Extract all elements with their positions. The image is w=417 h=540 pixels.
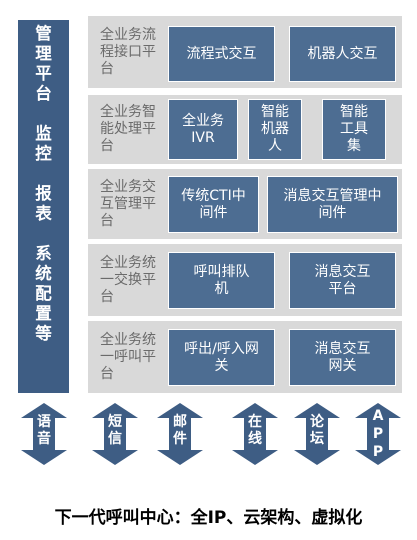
box-call-queue: 呼叫排队机: [168, 252, 275, 309]
left-char: 表: [35, 204, 52, 223]
left-char: 置: [35, 304, 52, 323]
channel-online-label: 在线: [248, 414, 262, 447]
management-platform-bar: 管 理 平 台 监 控 报 表 系 统 配 置 等: [18, 20, 69, 393]
left-char: 平: [35, 64, 52, 83]
box-robot-interaction: 机器人交互: [289, 26, 396, 82]
row-process-interface-platform: 全业务流程接口平台 流程式交互 机器人交互: [88, 16, 402, 88]
channel-forum-arrow: 论坛: [294, 403, 340, 465]
left-char: 理: [35, 44, 52, 63]
left-char: 监: [35, 124, 52, 143]
left-char: 控: [35, 144, 52, 163]
left-char: 配: [35, 284, 52, 303]
row-intelligent-processing-platform: 全业务智能处理平台 全业务IVR 智能机器人 智能工具集: [88, 95, 402, 164]
footer-caption: 下一代呼叫中心：全IP、云架构、虚拟化: [54, 508, 363, 528]
row-interaction-management-platform: 全业务交互管理平台 传统CTI中间件 消息交互管理中间件: [88, 169, 402, 239]
row-label: 全业务流程接口平台: [100, 26, 156, 77]
left-char: 管: [35, 24, 52, 43]
left-char: 台: [35, 84, 52, 103]
channel-email-label: 邮件: [173, 414, 187, 447]
left-char: 系: [35, 244, 52, 263]
channel-sms-arrow: 短信: [92, 403, 138, 465]
channel-forum-label: 论坛: [310, 414, 324, 447]
box-message-platform: 消息交互平台: [289, 252, 396, 309]
box-intelligent-toolset: 智能工具集: [322, 99, 386, 160]
left-char: 等: [35, 324, 52, 343]
left-char: 报: [35, 184, 52, 203]
box-message-mgmt-middleware: 消息交互管理中间件: [267, 176, 398, 233]
box-traditional-cti: 传统CTI中间件: [168, 176, 259, 233]
channel-sms-label: 短信: [108, 414, 122, 447]
channel-online-arrow: 在线: [232, 403, 278, 465]
row-unified-exchange-platform: 全业务统一交换平台 呼叫排队机 消息交互平台: [88, 244, 402, 316]
box-call-gateway: 呼出/呼入网关: [168, 329, 275, 386]
left-group-monitor: 监 控: [18, 124, 69, 164]
left-group-config: 系 统 配 置 等: [18, 244, 69, 344]
channel-voice-label: 语音: [37, 414, 51, 447]
box-message-gateway: 消息交互网关: [289, 329, 396, 386]
row-label: 全业务交互管理平台: [100, 178, 156, 229]
channel-email-arrow: 邮件: [157, 403, 203, 465]
box-process-interaction: 流程式交互: [168, 26, 275, 82]
row-label: 全业务智能处理平台: [100, 104, 156, 154]
row-label: 全业务统一呼叫平台: [100, 331, 156, 382]
box-intelligent-robot: 智能机器人: [248, 99, 302, 160]
left-char: 统: [35, 264, 52, 283]
channel-voice-arrow: 语音: [21, 403, 67, 465]
box-full-ivr: 全业务IVR: [168, 99, 238, 160]
left-group-management: 管 理 平 台: [18, 24, 69, 104]
row-label: 全业务统一交换平台: [100, 254, 156, 305]
left-group-report: 报 表: [18, 184, 69, 224]
row-unified-call-platform: 全业务统一呼叫平台 呼出/呼入网关 消息交互网关: [88, 321, 402, 393]
